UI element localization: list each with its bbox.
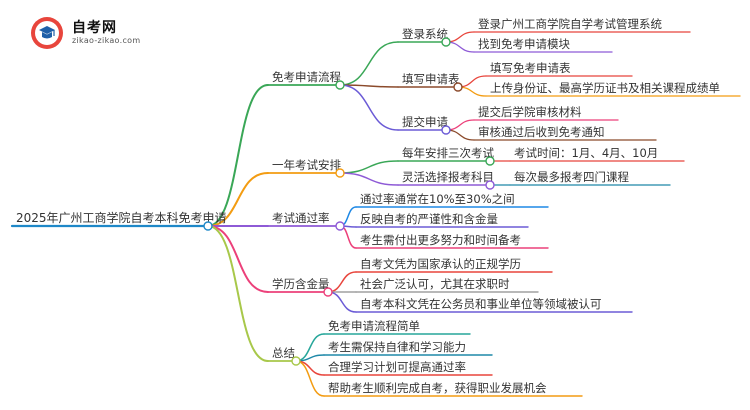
root-topic: 2025年广州工商学院自考本科免考申请 [16, 210, 227, 225]
subtopic-5-3: 合理学习计划可提高通过率 [328, 360, 466, 374]
subtopic-link-1-3 [339, 84, 399, 131]
subtopic-3-2: 反映自考的严谨性和含金量 [360, 212, 498, 226]
subtopic-1-2: 填写申请表 [402, 72, 460, 86]
branch-topic-3: 考试通过率 [272, 211, 330, 225]
leaf-1-2-1: 填写免考申请表 [490, 61, 571, 75]
collapse-knob-branch-3[interactable] [335, 221, 345, 231]
logo-name: 自考网 [72, 20, 117, 36]
leaf-1-1-1: 登录广州工商学院自学考试管理系统 [478, 17, 662, 31]
collapse-knob-branch-2[interactable] [335, 168, 345, 178]
collapse-knob-branch-4[interactable] [323, 287, 333, 297]
leaf-1-1-2: 找到免考申请模块 [478, 37, 570, 51]
subtopic-3-3: 考生需付出更多努力和时间备考 [360, 233, 521, 247]
subtopic-5-1: 免考申请流程简单 [328, 319, 420, 333]
subtopic-5-4: 帮助考生顺利完成自考，获得职业发展机会 [328, 381, 547, 395]
leaf-2-1-1: 考试时间：1月、4月、10月 [514, 146, 658, 160]
collapse-knob-branch-1[interactable] [335, 80, 345, 90]
leaf-1-3-2: 审核通过后收到免考通知 [478, 125, 605, 139]
branch-topic-4: 学历含金量 [272, 277, 330, 291]
collapse-knob-2-1[interactable] [485, 156, 495, 166]
collapse-knob-branch-5[interactable] [291, 356, 301, 366]
subtopic-1-3: 提交申请 [402, 115, 448, 129]
branch-link-1 [207, 84, 269, 227]
branch-link-5 [207, 225, 269, 362]
subtopic-5-2: 考生需保持自律和学习能力 [328, 340, 466, 354]
subtopic-link-1-1 [339, 41, 399, 86]
subtopic-link-4-1 [327, 271, 357, 293]
collapse-knob-1-2[interactable] [453, 82, 463, 92]
subtopic-link-1-2 [339, 84, 399, 88]
site-logo[interactable]: 自考网 zikao-zikao.com [30, 16, 160, 50]
subtopic-1-1: 登录系统 [402, 27, 448, 41]
branch-link-2 [207, 172, 269, 227]
subtopic-link-2-2 [339, 172, 399, 186]
subtopic-link-5-4 [295, 360, 325, 397]
subtopic-link-5-1 [295, 333, 325, 362]
collapse-knob-1-1[interactable] [441, 37, 451, 47]
collapse-knob-1-3[interactable] [441, 125, 451, 135]
subtopic-4-2: 社会广泛认可，尤其在求职时 [360, 277, 510, 291]
logo-url: zikao-zikao.com [72, 36, 141, 45]
subtopic-2-2: 灵活选择报考科目 [402, 170, 494, 184]
subtopic-link-4-3 [327, 291, 357, 313]
logo-mortarboard-icon [31, 17, 63, 49]
branch-topic-1: 免考申请流程 [272, 70, 341, 84]
branch-topic-2: 一年考试安排 [272, 158, 341, 172]
branch-link-4 [207, 225, 269, 293]
subtopic-2-1: 每年安排三次考试 [402, 146, 494, 160]
subtopic-link-2-1 [339, 160, 399, 174]
collapse-knob-2-2[interactable] [485, 180, 495, 190]
collapse-knob-root[interactable] [203, 221, 213, 231]
subtopic-4-1: 自考文凭为国家承认的正规学历 [360, 257, 521, 271]
mindmap-nodes: 2025年广州工商学院自考本科免考申请 免考申请流程 登录系统 登录广州工商学院自学考… [16, 17, 720, 395]
leaf-2-2-1: 每次最多报考四门课程 [514, 170, 629, 184]
subtopic-4-3: 自考本科文凭在公务员和事业单位等领域被认可 [360, 297, 602, 311]
subtopic-3-1: 通过率通常在10%至30%之间 [360, 192, 515, 206]
leaf-1-2-2: 上传身份证、最高学历证书及相关课程成绩单 [490, 81, 720, 95]
leaf-1-3-1: 提交后学院审核材料 [478, 105, 582, 119]
branch-topic-5: 总结 [272, 346, 295, 360]
